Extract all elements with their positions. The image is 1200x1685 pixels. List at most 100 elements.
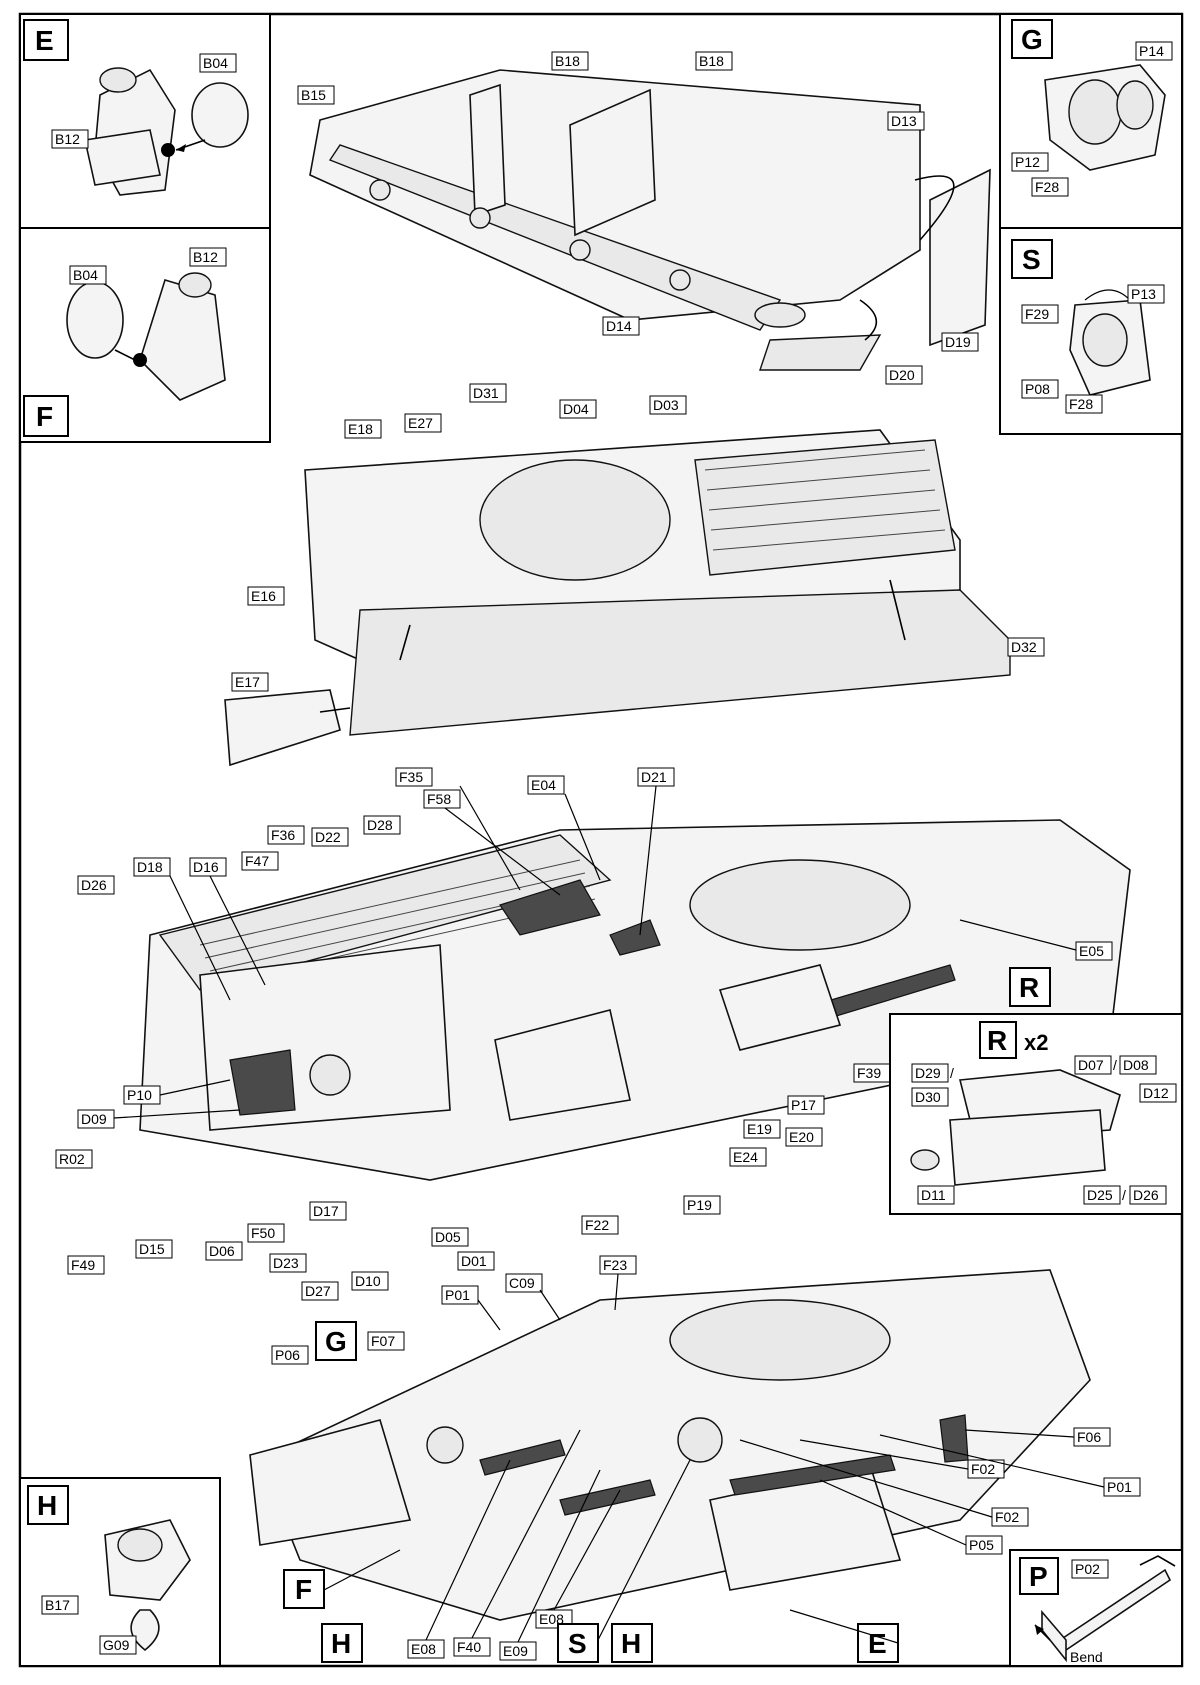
storage-box-r xyxy=(718,964,842,1051)
label-f47: F47 xyxy=(241,851,279,871)
svg-text:E27: E27 xyxy=(408,415,433,431)
inset-h-letter: H xyxy=(37,1490,57,1521)
inset-f-letter: F xyxy=(36,401,53,432)
label-p06: P06 xyxy=(271,1345,309,1365)
label-f35: F35 xyxy=(395,767,433,787)
svg-text:D30: D30 xyxy=(915,1089,941,1105)
svg-text:R02: R02 xyxy=(59,1151,85,1167)
svg-text:F22: F22 xyxy=(585,1217,609,1233)
label-e18: E18 xyxy=(344,419,382,439)
part-p05 xyxy=(729,1454,896,1496)
svg-text:S: S xyxy=(568,1628,587,1659)
label-e27: E27 xyxy=(404,413,442,433)
svg-text:D08: D08 xyxy=(1123,1057,1149,1073)
label-d31: D31 xyxy=(469,383,507,403)
svg-text:D06: D06 xyxy=(209,1243,235,1259)
inset-f: F B04 B12 xyxy=(19,227,271,443)
turret-ring xyxy=(479,459,671,581)
svg-text:F36: F36 xyxy=(271,827,295,843)
label-f07: F07 xyxy=(367,1331,405,1351)
part-p10 xyxy=(229,1049,296,1116)
inset-h: H B17 G09 xyxy=(19,1477,221,1667)
label-e16: E16 xyxy=(247,586,285,606)
label-f02-b: F02 xyxy=(991,1507,1029,1527)
svg-text:P01: P01 xyxy=(1107,1479,1132,1495)
label-h-callout-left: H xyxy=(321,1623,363,1663)
svg-text:F02: F02 xyxy=(995,1509,1019,1525)
svg-text:E17: E17 xyxy=(235,674,260,690)
svg-text:E: E xyxy=(868,1628,887,1659)
label-d21: D21 xyxy=(637,767,675,787)
label-f39: F39 xyxy=(853,1063,891,1083)
svg-text:/: / xyxy=(1113,1057,1117,1073)
svg-text:D15: D15 xyxy=(139,1241,165,1257)
idler-mount xyxy=(309,1054,351,1096)
svg-text:D25: D25 xyxy=(1087,1187,1113,1203)
label-b15: B15 xyxy=(297,85,335,105)
label-d20: D20 xyxy=(885,365,923,385)
svg-text:F35: F35 xyxy=(399,769,423,785)
svg-text:F47: F47 xyxy=(245,853,269,869)
label-d29: D29 xyxy=(911,1063,949,1083)
svg-text:D17: D17 xyxy=(313,1203,339,1219)
svg-text:D18: D18 xyxy=(137,859,163,875)
svg-text:F02: F02 xyxy=(971,1461,995,1477)
label-f23: F23 xyxy=(599,1255,637,1275)
label-b12: B12 xyxy=(51,129,89,149)
svg-text:F50: F50 xyxy=(251,1225,275,1241)
mud-guard-left xyxy=(249,1419,412,1546)
svg-text:F06: F06 xyxy=(1077,1429,1101,1445)
label-g-p12: P12 xyxy=(1011,152,1049,172)
torsion-bar-end xyxy=(99,67,137,93)
label-d23: D23 xyxy=(269,1253,307,1273)
part-f58 xyxy=(499,879,601,936)
svg-text:D09: D09 xyxy=(81,1111,107,1127)
road-wheel-hub xyxy=(191,82,249,148)
svg-text:C09: C09 xyxy=(509,1275,535,1291)
svg-text:/: / xyxy=(950,1065,954,1081)
inset-r-letter: R xyxy=(987,1025,1007,1056)
label-d03: D03 xyxy=(649,395,687,415)
label-s-p08: P08 xyxy=(1021,379,1059,399)
label-d27: D27 xyxy=(301,1281,339,1301)
svg-text:F58: F58 xyxy=(427,791,451,807)
svg-text:B12: B12 xyxy=(55,131,80,147)
svg-text:E16: E16 xyxy=(251,588,276,604)
part-d21 xyxy=(609,919,661,956)
label-p02: P02 xyxy=(1071,1559,1109,1579)
label-b18-left: B18 xyxy=(551,51,589,71)
label-s-f28: F28 xyxy=(1065,394,1103,414)
label-d15: D15 xyxy=(135,1239,173,1259)
label-d13: D13 xyxy=(887,111,925,131)
label-r-callout: R xyxy=(1009,967,1051,1007)
svg-text:R: R xyxy=(1019,972,1039,1003)
label-h-callout-right: H xyxy=(611,1623,653,1663)
label-d06: D06 xyxy=(205,1241,243,1261)
svg-text:E19: E19 xyxy=(747,1121,772,1137)
svg-text:F: F xyxy=(295,1574,312,1605)
svg-text:P06: P06 xyxy=(275,1347,300,1363)
svg-text:P14: P14 xyxy=(1139,43,1164,59)
svg-text:D26: D26 xyxy=(1133,1187,1159,1203)
lower-hull-side xyxy=(328,144,782,331)
label-f06: F06 xyxy=(1073,1427,1111,1447)
label-e17: E17 xyxy=(231,672,269,692)
svg-text:P10: P10 xyxy=(127,1087,152,1103)
svg-text:D11: D11 xyxy=(921,1187,946,1203)
label-f58: F58 xyxy=(423,789,461,809)
sheet-border xyxy=(18,12,1184,1668)
label-d32: D32 xyxy=(1007,637,1045,657)
svg-text:D32: D32 xyxy=(1011,639,1037,655)
label-p05: P05 xyxy=(965,1535,1003,1555)
inset-p-letter: P xyxy=(1029,1561,1048,1592)
svg-text:D26: D26 xyxy=(81,877,107,893)
label-f-b04: B04 xyxy=(69,265,107,285)
label-g-p14: P14 xyxy=(1135,41,1173,61)
label-e-callout: E xyxy=(857,1623,899,1663)
label-d17: D17 xyxy=(309,1201,347,1221)
svg-text:B17: B17 xyxy=(45,1597,70,1613)
label-d26-r: D26 xyxy=(1129,1185,1167,1205)
svg-text:P08: P08 xyxy=(1025,381,1050,397)
svg-text:D04: D04 xyxy=(563,401,589,417)
